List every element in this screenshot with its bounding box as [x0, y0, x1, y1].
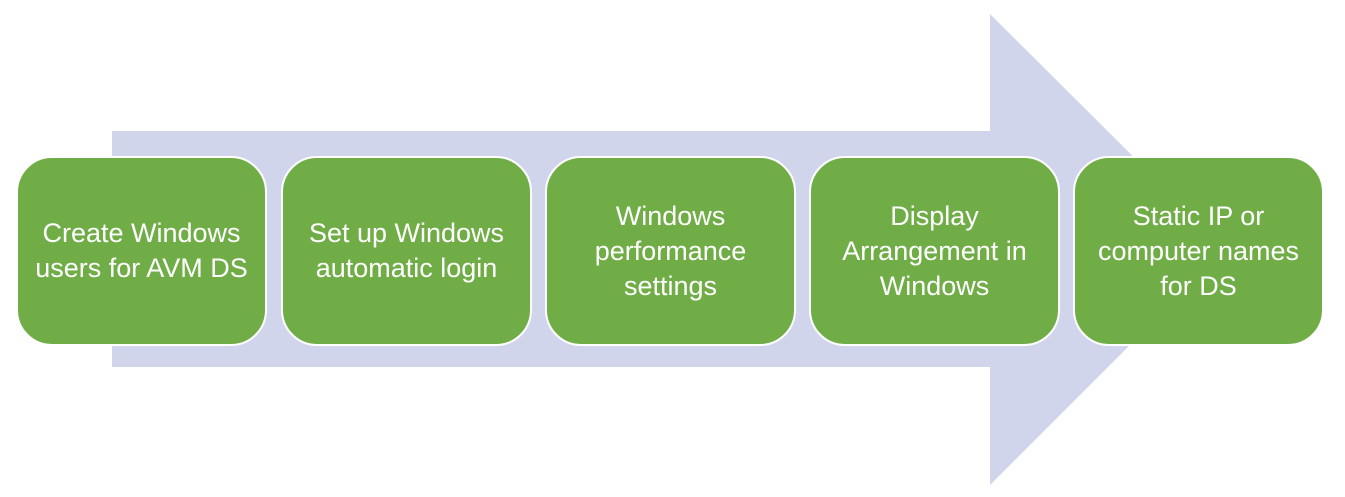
- step-3: Windows performance settings: [545, 156, 796, 346]
- step-3-label: Windows performance settings: [594, 200, 747, 301]
- step-1-label: Create Windows users for AVM DS: [35, 218, 248, 283]
- step-2: Set up Windows automatic login: [281, 156, 532, 346]
- step-1: Create Windows users for AVM DS: [16, 156, 267, 346]
- step-5: Static IP or computer names for DS: [1073, 156, 1324, 346]
- step-5-label: Static IP or computer names for DS: [1097, 200, 1300, 301]
- step-2-label: Set up Windows automatic login: [308, 218, 505, 283]
- step-4: Display Arrangement in Windows: [809, 156, 1060, 346]
- step-4-label: Display Arrangement in Windows: [842, 200, 1027, 301]
